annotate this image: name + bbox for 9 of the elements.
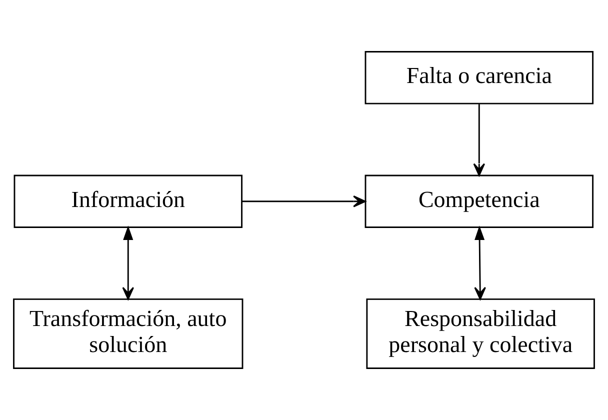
node-box: Competencia: [364, 174, 594, 228]
arrow: [473, 104, 486, 176]
node-box: Falta o carencia: [364, 51, 594, 104]
arrow: [242, 195, 366, 208]
arrow: [474, 226, 486, 300]
node-box: Información: [14, 174, 242, 228]
arrow: [122, 226, 134, 300]
node-box: Transformación, auto solución: [13, 298, 244, 369]
node-box: Responsabilidad personal y colectiva: [366, 298, 595, 369]
